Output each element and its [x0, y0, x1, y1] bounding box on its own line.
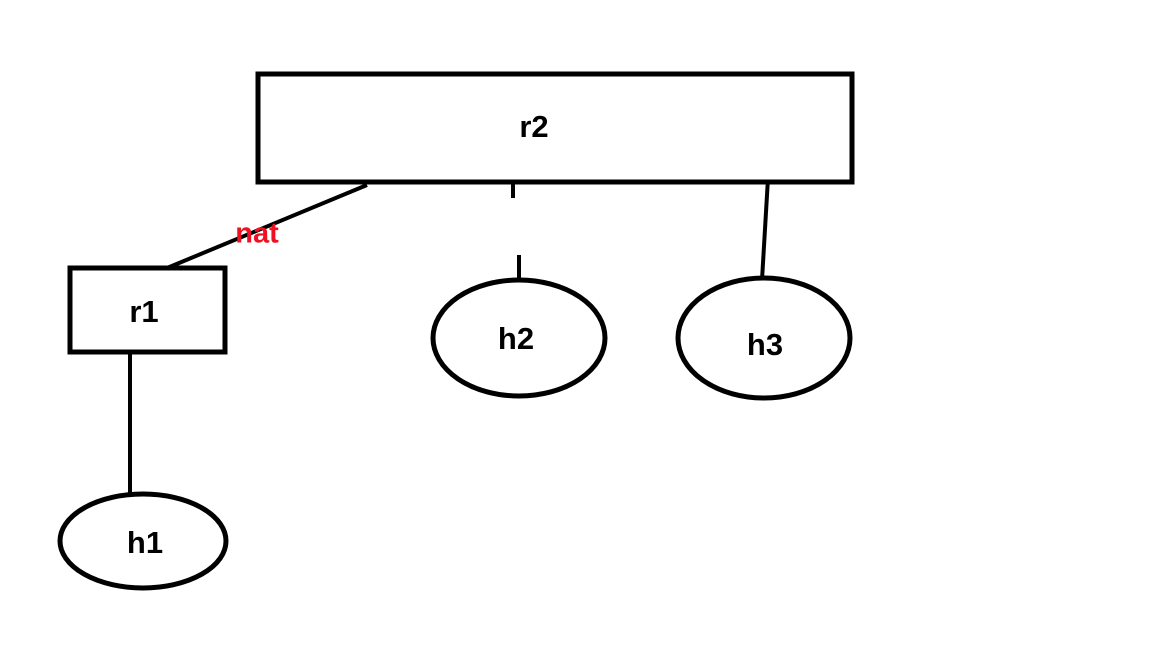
links-layer — [128, 177, 770, 496]
link-r1-r2[interactable] — [166, 183, 368, 270]
node-r1-rect[interactable] — [67, 265, 228, 355]
node-h3-ellipse[interactable] — [675, 275, 853, 401]
node-h2-ellipse[interactable] — [430, 277, 608, 399]
node-h2[interactable]: h2 — [430, 277, 608, 399]
edge-labels-layer: nat — [235, 218, 279, 250]
node-h3-label: h3 — [747, 327, 783, 362]
node-h2-label: h2 — [498, 321, 534, 356]
node-h1-ellipse[interactable] — [57, 491, 229, 591]
node-r2-rect[interactable] — [255, 71, 855, 185]
node-h1[interactable]: h1 — [57, 491, 229, 591]
nodes-layer: r2 r1 h1 h2 h3 — [57, 71, 855, 591]
node-r1-label: r1 — [129, 294, 158, 329]
link-r2-h3[interactable] — [760, 177, 770, 281]
node-r2[interactable]: r2 — [255, 71, 855, 185]
node-r2-label: r2 — [519, 109, 548, 144]
edge-label-nat: nat — [235, 218, 279, 250]
node-r1[interactable]: r1 — [67, 265, 228, 355]
node-h3[interactable]: h3 — [675, 275, 853, 401]
node-h1-label: h1 — [127, 525, 163, 560]
